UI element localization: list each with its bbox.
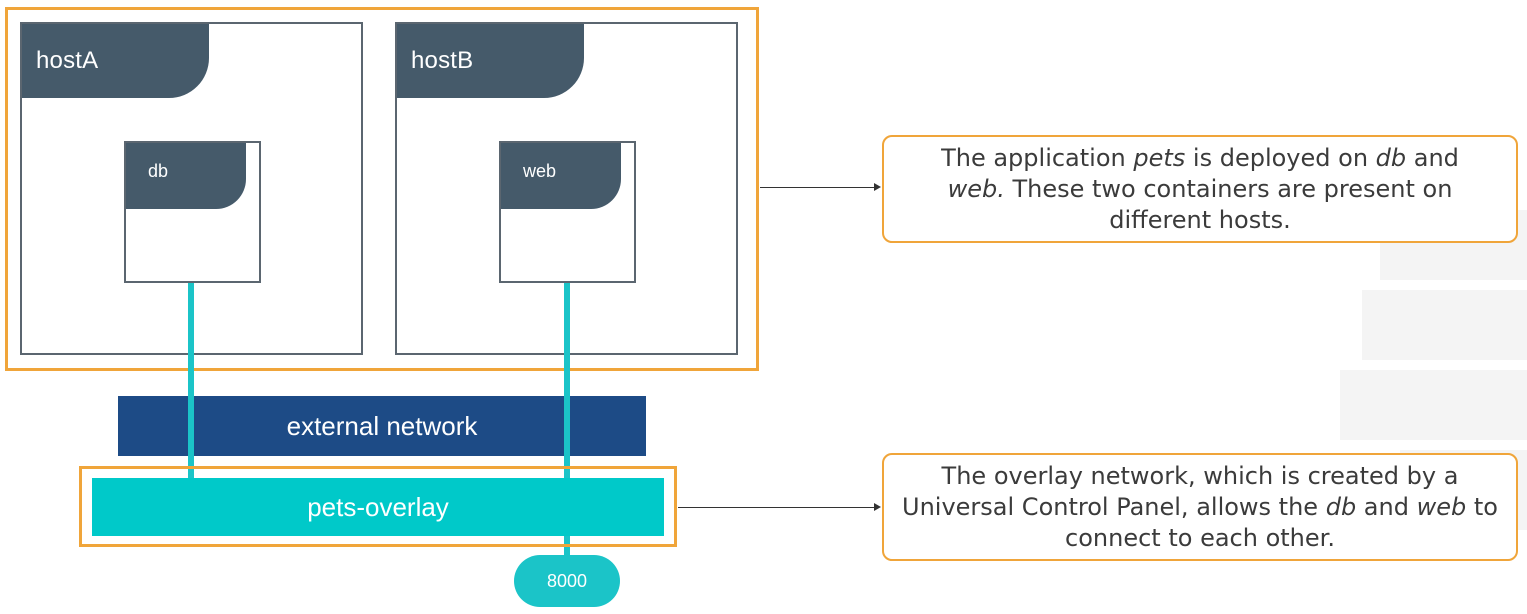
overlay-network-label: pets-overlay — [307, 491, 449, 522]
top-arrow-head — [874, 183, 881, 191]
top-callout-text: The application pets is deployed on db a… — [894, 143, 1506, 236]
db-container: db — [124, 141, 261, 283]
callout-text: is deployed on — [1185, 143, 1376, 172]
callout-text: and — [1356, 492, 1417, 521]
host-a-label: hostA — [22, 24, 209, 98]
overlay-highlight-frame — [79, 466, 677, 547]
host-a-title: hostA — [36, 47, 99, 74]
web-link-over-external — [564, 396, 570, 456]
callout-emphasis: web. — [947, 174, 1005, 203]
external-network-label: external network — [286, 410, 478, 441]
host-b-label: hostB — [397, 24, 584, 98]
web-link — [564, 283, 570, 481]
hosts-highlight-frame — [5, 7, 759, 371]
bottom-arrow-head — [874, 503, 881, 511]
callout-text: These two containers are present on diff… — [1004, 174, 1453, 234]
db-title: db — [148, 161, 169, 181]
callout-text: and — [1406, 143, 1459, 172]
db-link — [188, 283, 194, 481]
host-b-title: hostB — [411, 47, 474, 74]
bottom-callout: The overlay network, which is created by… — [882, 453, 1518, 561]
port-label: 8000 — [546, 570, 588, 591]
callout-emphasis: db — [1375, 143, 1407, 172]
callout-text: to connect to each other. — [1065, 492, 1498, 552]
callout-emphasis: web — [1416, 492, 1467, 521]
db-link-over-external — [188, 396, 194, 456]
web-title: web — [523, 161, 557, 181]
web-container: web — [499, 141, 636, 283]
top-arrow-line — [760, 187, 874, 188]
callout-emphasis: db — [1325, 492, 1357, 521]
bottom-callout-text: The overlay network, which is created by… — [894, 461, 1506, 554]
external-network-bar: external network — [118, 396, 646, 456]
bottom-arrow-line — [678, 507, 874, 508]
port-link — [564, 536, 570, 558]
overlay-network-bar: pets-overlay — [92, 478, 664, 536]
watermark-shape — [1340, 370, 1527, 440]
port-badge: 8000 — [514, 555, 620, 607]
callout-text: The overlay network, which is created by… — [902, 461, 1459, 521]
top-callout: The application pets is deployed on db a… — [882, 135, 1518, 243]
db-container-label: db — [126, 143, 246, 209]
watermark-shape — [1362, 290, 1527, 360]
web-container-label: web — [501, 143, 621, 209]
callout-emphasis: pets — [1133, 143, 1186, 172]
callout-text: The application — [941, 143, 1134, 172]
